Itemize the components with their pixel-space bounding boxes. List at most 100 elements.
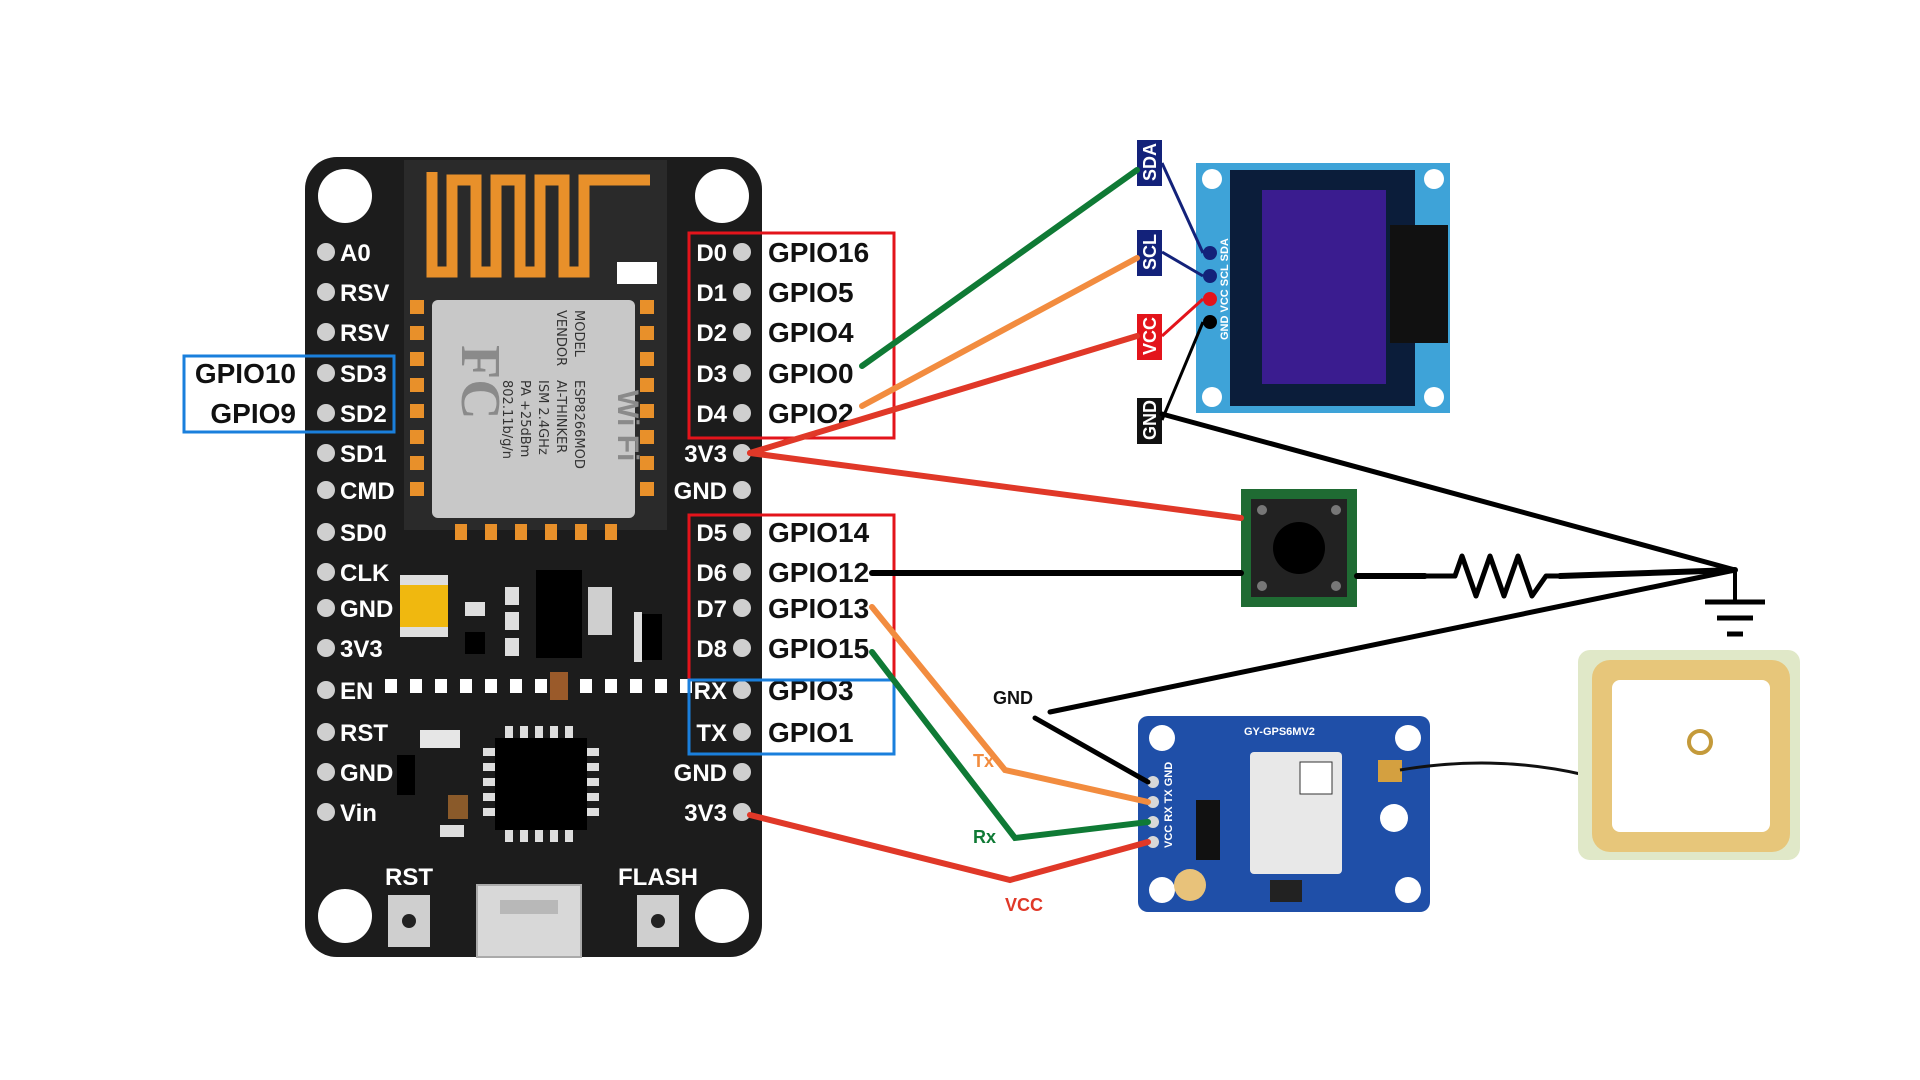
left-pin-header: A0RSVRSVSD3SD2SD1CMDSD0CLKGND3V3ENRSTGND… xyxy=(317,240,395,827)
pin-hole xyxy=(317,444,335,462)
pin-hole xyxy=(733,563,751,581)
right-pin-label: D3 xyxy=(696,361,727,388)
wire-gpio15-rx xyxy=(869,649,1151,842)
gpio-label: GPIO9 xyxy=(210,398,296,429)
gps-board-label: GY-GPS6MV2 xyxy=(1244,726,1315,738)
mounting-hole xyxy=(318,169,372,223)
wire-scl xyxy=(859,255,1140,409)
pin-hole xyxy=(733,639,751,657)
wire-sda xyxy=(859,167,1140,369)
left-pin-label: CLK xyxy=(340,560,390,587)
pin-hole xyxy=(317,481,335,499)
wifi-logo: Wi Fi xyxy=(611,390,644,461)
svg-text:ESP8266MOD: ESP8266MOD xyxy=(571,380,586,469)
pin-hole xyxy=(317,599,335,617)
flash-button[interactable] xyxy=(637,895,679,947)
pin-hole xyxy=(733,283,751,301)
gps-pin xyxy=(1147,816,1159,828)
right-pin-label: GND xyxy=(674,478,727,505)
gpio-label: GPIO0 xyxy=(768,358,854,389)
pin-hole xyxy=(733,243,751,261)
wire-vcc-oled xyxy=(747,333,1140,456)
svg-text:MODEL: MODEL xyxy=(571,310,586,358)
wire-gpio13-tx xyxy=(869,604,1151,805)
mounting-hole xyxy=(695,889,749,943)
gps-pin xyxy=(1147,836,1159,848)
button-cap xyxy=(402,914,416,928)
right-pin-label: D8 xyxy=(696,636,727,663)
left-pin-label: SD1 xyxy=(340,441,387,468)
pin-hole xyxy=(317,283,335,301)
right-pin-label: D0 xyxy=(696,240,727,267)
wire-oled-gnd xyxy=(1159,411,1738,573)
gps-wire-label-gnd: GND xyxy=(993,688,1033,708)
gpio-label: GPIO14 xyxy=(768,517,870,548)
wire-3v3-button xyxy=(747,450,1244,521)
smd-components xyxy=(385,570,692,842)
pin-hole xyxy=(733,364,751,382)
oled-tag-sda: SDA xyxy=(1140,143,1160,181)
right-pin-label: D5 xyxy=(696,520,727,547)
usb-uart-chip xyxy=(495,738,587,830)
button-cap xyxy=(651,914,665,928)
gps-antenna-cable xyxy=(1399,761,1586,777)
svg-text:PA +25dBm: PA +25dBm xyxy=(517,380,532,457)
left-pin-label: SD0 xyxy=(340,520,387,547)
left-pin-label: Vin xyxy=(340,800,377,827)
svg-text:AI-THINKER: AI-THINKER xyxy=(553,380,568,453)
left-pin-label: CMD xyxy=(340,478,395,505)
pin-hole xyxy=(317,364,335,382)
right-pin-label: D6 xyxy=(696,560,727,587)
gpio-label: GPIO1 xyxy=(768,717,854,748)
left-pin-label: GND xyxy=(340,760,393,787)
right-pin-label: 3V3 xyxy=(684,441,727,468)
wire-gps-gnd xyxy=(1047,567,1738,715)
gps-wire-label-tx: Tx xyxy=(973,751,994,771)
pin-hole xyxy=(317,563,335,581)
pin-hole xyxy=(733,763,751,781)
right-pin-label: 3V3 xyxy=(684,800,727,827)
gpio-label: GPIO16 xyxy=(768,237,869,268)
pin-hole xyxy=(317,723,335,741)
wires xyxy=(747,167,1738,884)
pin-hole xyxy=(733,481,751,499)
gps-module: GY-GPS6MV2 VCC RX TX GND xyxy=(1138,716,1430,912)
esp8266-module: MODEL VENDOR ESP8266MOD AI-THINKER ISM 2… xyxy=(404,160,667,540)
ground-symbol xyxy=(1705,572,1765,637)
gpio-label: GPIO4 xyxy=(768,317,854,348)
right-gpio-labels: GPIO16GPIO5GPIO4GPIO0GPIO2GPIO14GPIO12GP… xyxy=(768,237,870,748)
right-pin-label: D4 xyxy=(696,401,727,428)
rst-button[interactable] xyxy=(388,895,430,947)
blue-box-rx-tx xyxy=(687,678,896,756)
left-pin-label: RST xyxy=(340,720,388,747)
pin-hole xyxy=(733,404,751,422)
pin-hole xyxy=(317,639,335,657)
pin-hole xyxy=(733,681,751,699)
gps-pin xyxy=(1147,776,1159,788)
gps-patch-antenna xyxy=(1578,650,1800,860)
left-pin-label: 3V3 xyxy=(340,636,383,663)
right-pin-label: D2 xyxy=(696,320,727,347)
right-pin-label: D7 xyxy=(696,596,727,623)
pin-hole xyxy=(317,763,335,781)
pin-hole xyxy=(317,803,335,821)
pin-hole xyxy=(317,523,335,541)
gps-pin xyxy=(1147,796,1159,808)
gpio-label: GPIO10 xyxy=(195,358,296,389)
blue-box-sd3-sd2 xyxy=(182,354,396,434)
right-pin-label: D1 xyxy=(696,280,727,307)
usb-port xyxy=(476,884,582,958)
pull-down-resistor xyxy=(1425,553,1560,599)
rst-button-label: RST xyxy=(385,864,433,891)
gpio-label: GPIO15 xyxy=(768,633,869,664)
wire-3v3-gps-vcc xyxy=(747,812,1151,884)
pin-hole xyxy=(733,723,751,741)
push-button[interactable] xyxy=(1241,489,1357,607)
oled-tag-vcc: VCC xyxy=(1140,317,1160,355)
right-pin-label: TX xyxy=(696,720,727,747)
oled-pin xyxy=(1203,246,1217,260)
pin-hole xyxy=(317,323,335,341)
nodemcu-board: MODEL VENDOR ESP8266MOD AI-THINKER ISM 2… xyxy=(305,157,762,958)
